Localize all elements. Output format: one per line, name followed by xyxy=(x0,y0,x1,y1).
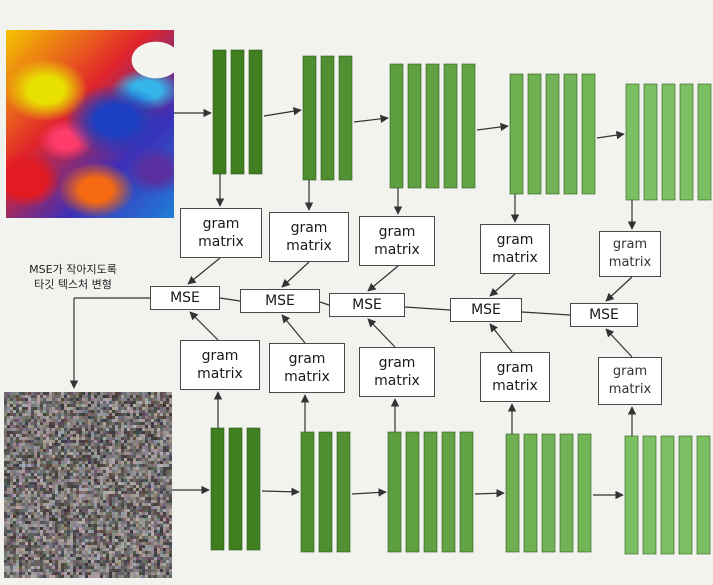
loss-note-line1: MSE가 작아지도록 xyxy=(29,263,117,276)
style-network-layer-bar xyxy=(661,83,676,201)
style-network-layer-bar xyxy=(302,55,317,181)
style-network-layer-bar xyxy=(320,55,335,181)
target-network-layer-bar xyxy=(541,433,556,553)
gram-matrix-box: gram matrix xyxy=(599,231,661,277)
mse-box: MSE xyxy=(150,286,220,310)
style-network-layer-bar xyxy=(697,83,712,201)
gram-matrix-box: gram matrix xyxy=(180,340,260,390)
loss-note-line2: 타깃 텍스처 변형 xyxy=(34,278,112,291)
target-network-layer-bar xyxy=(387,431,402,553)
style-network-layer-bar xyxy=(389,63,404,189)
style-network-layer-bar xyxy=(461,63,476,189)
connector-arrow xyxy=(351,488,387,497)
target-network-layer-bar xyxy=(459,431,474,553)
style-image xyxy=(6,30,174,218)
gram-matrix-box: gram matrix xyxy=(269,343,345,393)
connector-arrow xyxy=(474,489,505,498)
connector-arrow xyxy=(367,318,396,348)
gram-matrix-box: gram matrix xyxy=(180,208,262,258)
connector-arrow xyxy=(281,314,306,344)
style-network-layer-bar xyxy=(509,73,524,195)
loss-note: MSE가 작아지도록 타깃 텍스처 변형 xyxy=(2,262,144,292)
gram-matrix-box: gram matrix xyxy=(480,352,550,402)
style-network-layer-bar xyxy=(563,73,578,195)
target-network-layer-bar xyxy=(523,433,538,553)
target-network-layer-bar xyxy=(505,433,520,553)
connector-arrow xyxy=(605,328,633,358)
style-network-layer-bar xyxy=(407,63,422,189)
connector-arrow xyxy=(476,122,509,132)
mse-connector xyxy=(404,306,451,311)
mse-box: MSE xyxy=(570,303,638,327)
connector-arrow xyxy=(489,323,513,353)
target-network-layer-bar xyxy=(246,427,261,551)
target-network-layer-bar xyxy=(300,431,315,553)
gram-matrix-box: gram matrix xyxy=(359,347,435,397)
gram-matrix-box: gram matrix xyxy=(359,216,435,266)
connector-arrow xyxy=(489,273,516,297)
target-noise-image xyxy=(4,392,172,578)
target-network-layer-bar xyxy=(441,431,456,553)
style-network-layer-bar xyxy=(581,73,596,195)
target-network-layer-bar xyxy=(678,435,693,555)
style-network-layer-bar xyxy=(625,83,640,201)
mse-connector xyxy=(319,301,330,306)
target-network-layer-bar xyxy=(559,433,574,553)
connector-arrow xyxy=(281,261,310,288)
target-network-layer-bar xyxy=(660,435,675,555)
gram-matrix-box: gram matrix xyxy=(269,212,349,262)
connector-arrow xyxy=(353,114,389,124)
noise-texture xyxy=(4,392,172,578)
mse-box: MSE xyxy=(240,289,320,313)
target-network-layer-bar xyxy=(228,427,243,551)
connector-arrow xyxy=(605,276,633,302)
style-network-layer-bar xyxy=(212,49,227,175)
connector-arrow xyxy=(367,265,399,292)
connector-arrow xyxy=(189,311,219,341)
style-network-layer-bar xyxy=(545,73,560,195)
connector-arrow xyxy=(187,257,221,285)
connector-arrow xyxy=(263,107,302,117)
target-network-layer-bar xyxy=(210,427,225,551)
mse-connector xyxy=(521,311,571,316)
target-network-layer-bar xyxy=(577,433,592,553)
style-network-layer-bar xyxy=(425,63,440,189)
mse-connector xyxy=(219,297,241,302)
gram-matrix-box: gram matrix xyxy=(598,357,662,405)
style-network-layer-bar xyxy=(679,83,694,201)
mse-box: MSE xyxy=(450,298,522,322)
target-network-layer-bar xyxy=(318,431,333,553)
style-network-layer-bar xyxy=(230,49,245,175)
style-network-layer-bar xyxy=(643,83,658,201)
connector-arrow xyxy=(261,487,300,496)
target-network-layer-bar xyxy=(423,431,438,553)
style-network-layer-bar xyxy=(248,49,263,175)
target-network-layer-bar xyxy=(405,431,420,553)
gram-matrix-box: gram matrix xyxy=(480,224,550,274)
connector-arrow xyxy=(596,130,625,140)
target-network-layer-bar xyxy=(642,435,657,555)
target-network-layer-bar xyxy=(624,435,639,555)
target-network-layer-bar xyxy=(696,435,711,555)
style-network-layer-bar xyxy=(443,63,458,189)
style-network-layer-bar xyxy=(527,73,542,195)
target-network-layer-bar xyxy=(336,431,351,553)
style-network-layer-bar xyxy=(338,55,353,181)
mse-box: MSE xyxy=(329,293,405,317)
